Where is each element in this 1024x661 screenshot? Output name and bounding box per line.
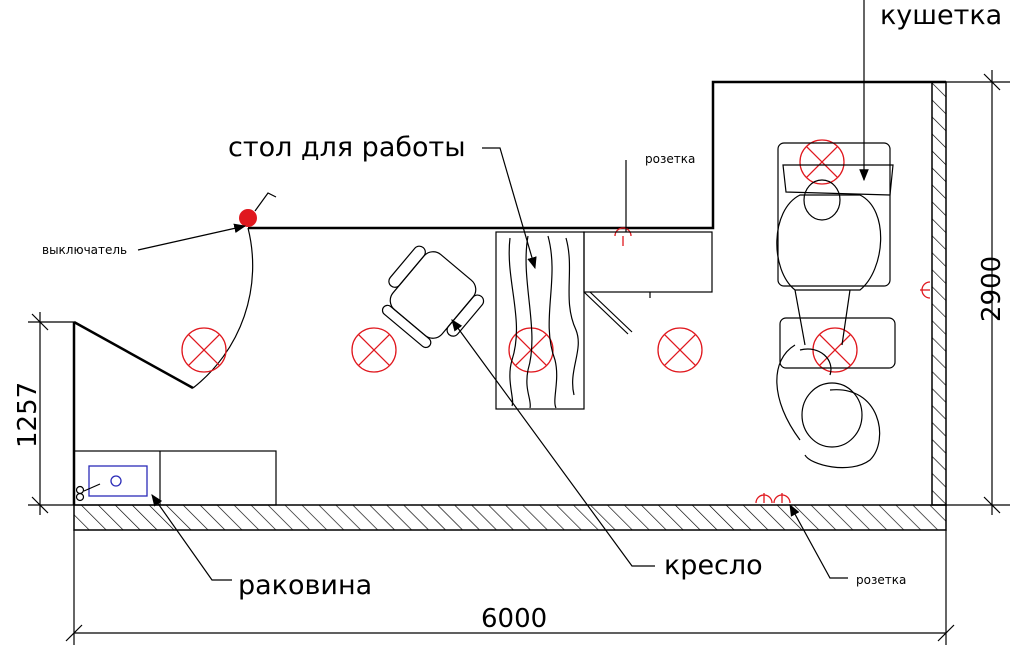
socket-symbol (920, 281, 931, 299)
socket-symbol (755, 493, 791, 504)
light-fixture (799, 139, 845, 185)
chair-label: кресло (664, 550, 763, 581)
door-leaf (73, 320, 194, 390)
walls (72, 80, 947, 531)
sink-counter (73, 450, 277, 506)
doctor-seated (776, 344, 881, 469)
socket-label-bottom: розетка (856, 573, 906, 587)
bottom-wall-hatched (73, 504, 947, 531)
couch (776, 142, 896, 369)
office-chair (381, 245, 485, 349)
leader-lines (137, 0, 869, 581)
switch-symbol (239, 192, 277, 227)
top-wall-outline (248, 80, 946, 230)
couch-label: кушетка (880, 0, 1002, 31)
sink-label: раковина (238, 570, 372, 601)
light-fixture (351, 327, 397, 373)
right-depth-dimension: 2900 (977, 256, 1007, 322)
light-fixture (812, 327, 858, 373)
socket-symbols (614, 227, 931, 504)
light-fixture (181, 327, 227, 373)
left-depth-dimension: 1257 (13, 382, 43, 448)
desk (495, 231, 713, 410)
switch-label: выключатель (42, 243, 127, 257)
socket-label-top: розетка (645, 152, 695, 166)
ceiling-lights (181, 139, 858, 373)
socket-symbol (614, 227, 632, 246)
width-dimension: 6000 (481, 604, 547, 634)
right-wall-hatched (931, 81, 947, 506)
desk-label: стол для работы (228, 132, 466, 163)
dimension-lines (28, 70, 1010, 645)
door-swing-arc (192, 227, 254, 389)
light-fixture (657, 327, 703, 373)
